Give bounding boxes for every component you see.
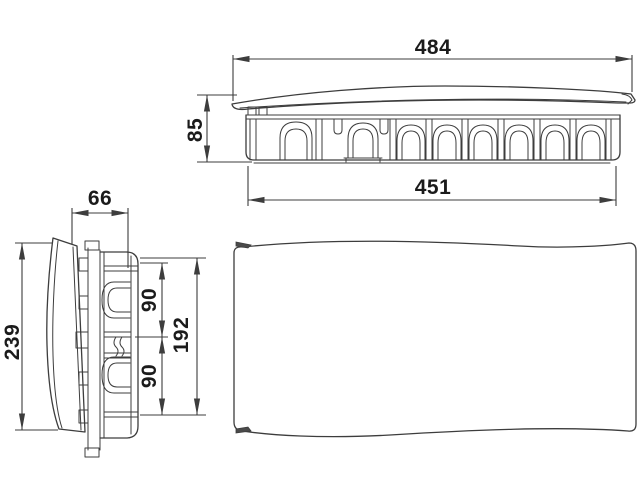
frame-clip (78, 409, 89, 424)
dim-body-width: 451 (247, 166, 617, 206)
dimension-label: 90 (138, 288, 161, 312)
cable-entry-arch (576, 124, 606, 161)
cover-plan-view (233, 240, 637, 438)
box-profile-inner-line (103, 251, 132, 439)
dim-upper-spacing: 90 (138, 263, 166, 337)
box-profile-outline (99, 251, 139, 439)
cable-entry-arch (504, 124, 534, 161)
frame-band (87, 247, 101, 451)
cover-clip-nub (235, 426, 252, 434)
clip-tab (247, 106, 268, 116)
hanging-tab (333, 118, 389, 135)
frame-clip (78, 257, 89, 272)
dimension-label: 239 (1, 324, 24, 361)
dim-overall-height: 239 (1, 242, 58, 431)
dim-lower-spacing: 90 (138, 337, 166, 415)
frame-end-cap (84, 447, 100, 458)
knockout-arch-profile (101, 281, 131, 319)
dimension-label: 484 (415, 36, 452, 59)
cable-entry-arch (540, 124, 570, 161)
dim-overall-width: 484 (232, 36, 633, 101)
body-rim-line (245, 114, 621, 120)
lid-profile-outline (46, 237, 86, 433)
box-division-line (103, 265, 139, 418)
extension-line (232, 55, 633, 101)
lid-outline (231, 85, 636, 111)
dimension-label: 451 (415, 176, 452, 199)
side-profile-view: 66 239 90 90 192 (1, 187, 206, 458)
dimension-label: 85 (184, 118, 207, 142)
compartment-divider (249, 118, 612, 161)
extension-line (197, 94, 252, 163)
dim-inner-height: 192 (170, 258, 201, 415)
knockout-arch-profile (101, 356, 131, 394)
cable-entry-arch (347, 122, 379, 159)
dim-depth: 66 (71, 187, 129, 268)
cable-entry-arch (279, 121, 313, 161)
lid-profile-inner-line (52, 240, 82, 431)
cover-outline (233, 240, 637, 438)
cover-clip-nub (235, 241, 252, 249)
frame-end-cap (84, 240, 100, 251)
cable-entry-arch (468, 124, 498, 161)
frame-clip (78, 295, 89, 310)
arch-pedestal (343, 157, 383, 163)
lid-underside-line (239, 98, 627, 109)
flexible-membrane-squiggle (113, 336, 125, 357)
dimension-label: 66 (88, 187, 112, 210)
dimension-label: 90 (138, 364, 161, 388)
cable-entry-arch (432, 124, 462, 161)
dimension-label: 192 (170, 317, 193, 354)
lid-right-hook (621, 93, 633, 105)
front-elevation-view: 484 85 451 (184, 36, 636, 206)
extension-line (135, 257, 206, 416)
dim-height: 85 (184, 94, 252, 163)
cable-entry-arch (396, 124, 426, 161)
frame-clip (78, 371, 89, 386)
frame-clip (75, 331, 89, 349)
